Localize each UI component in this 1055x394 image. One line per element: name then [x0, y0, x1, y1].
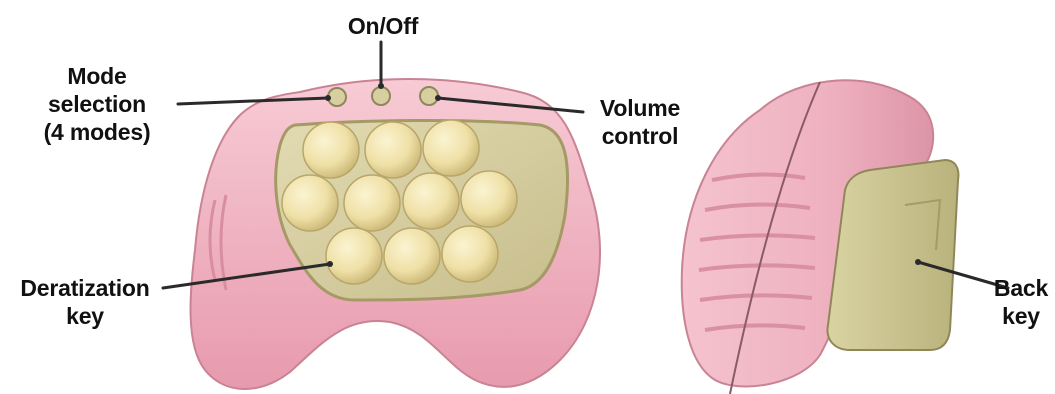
volume-button[interactable] [420, 87, 438, 105]
device-side-view [682, 80, 959, 394]
bubble[interactable] [403, 173, 459, 229]
bubble[interactable] [303, 122, 359, 178]
bubble[interactable] [365, 122, 421, 178]
bubble[interactable] [442, 226, 498, 282]
bubble[interactable] [461, 171, 517, 227]
deratization-label-line-1: Deratization [5, 274, 165, 302]
bubble[interactable] [384, 228, 440, 284]
bubble[interactable] [344, 175, 400, 231]
bubble[interactable] [326, 228, 382, 284]
mode-label-line-2: selection [22, 90, 172, 118]
mode-label-line-3: (4 modes) [22, 118, 172, 146]
device-front-view [191, 79, 600, 389]
bubble[interactable] [423, 120, 479, 176]
power-button[interactable] [372, 87, 390, 105]
volume-control-label: Volume control [585, 94, 695, 150]
deratization-key-label: Deratization key [5, 274, 165, 330]
back-key-block[interactable] [827, 160, 958, 350]
mode-label-line-1: Mode [22, 62, 172, 90]
mode-selection-label: Mode selection (4 modes) [22, 62, 172, 146]
on-off-label: On/Off [338, 12, 428, 40]
back-label-line-1: Back [990, 274, 1052, 302]
volume-label-line-2: control [585, 122, 695, 150]
volume-label-line-1: Volume [585, 94, 695, 122]
deratization-label-line-2: key [5, 302, 165, 330]
back-key-label: Back key [990, 274, 1052, 330]
back-label-line-2: key [990, 302, 1052, 330]
bubble[interactable] [282, 175, 338, 231]
